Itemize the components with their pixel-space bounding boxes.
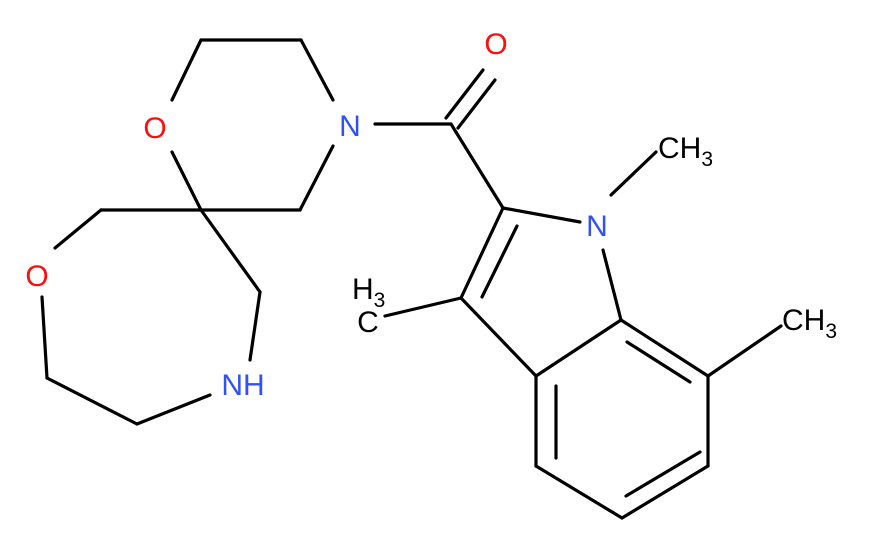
- bond-carbonyl-double-1: [444, 68, 485, 120]
- n-methyl-ch: CH: [658, 132, 701, 165]
- n-methyl-subscript: 3: [701, 148, 713, 171]
- c3-methyl-h-label: H3: [352, 273, 385, 312]
- bond-lines: [40, 38, 783, 520]
- bond-n1-c7a: [601, 248, 623, 322]
- bond-o-ch2-oxazepane: [40, 295, 49, 380]
- c3-methyl-h: H: [352, 273, 374, 306]
- c7-methyl-ch: CH: [782, 304, 825, 337]
- bond-n1-methyl: [609, 150, 658, 197]
- bond-c2-c3-a: [459, 206, 505, 300]
- bond-c2-c3-b: [480, 224, 519, 299]
- bond-c7-c7a-inner: [625, 340, 692, 384]
- c3-methyl-c-label: C: [357, 306, 379, 339]
- bond-c2-n1: [501, 206, 582, 224]
- bond-c7-c7a: [619, 318, 710, 378]
- bond-c5-c6-inner: [624, 450, 702, 498]
- c7-methyl-label: CH3: [782, 304, 837, 343]
- bond-morph-ch2-n: [299, 38, 335, 102]
- bond-ch2-spiro-right: [199, 208, 262, 294]
- morpholine-oxygen-label: O: [143, 112, 166, 145]
- carbonyl-oxygen-label: O: [484, 28, 507, 61]
- bond-ch2-nh: [135, 393, 212, 426]
- bond-c3-c3a: [459, 296, 538, 378]
- atom-labels: O O O N N NH CH3 H3 C CH3: [25, 28, 837, 402]
- amide-nitrogen-label: N: [339, 110, 361, 143]
- bond-morph-n-ch2: [298, 144, 335, 212]
- indole-nitrogen-label: N: [586, 210, 608, 243]
- bond-c3-methyl: [383, 296, 463, 318]
- bond-ch2-ch2-bottom: [45, 376, 139, 426]
- c3-methyl-subscript: 3: [374, 289, 386, 312]
- oxazepane-oxygen-label: O: [25, 260, 48, 293]
- bond-c4-c5: [534, 464, 624, 520]
- n-methyl-label: CH3: [658, 132, 713, 171]
- bond-carbonyl-c2: [449, 122, 505, 210]
- bond-morph-o-ch2: [170, 38, 203, 102]
- bond-carbonyl-double-2: [456, 78, 497, 130]
- bond-c7-methyl: [706, 324, 783, 378]
- bond-nh-ch2: [248, 290, 262, 362]
- bond-c7a-c3a: [534, 318, 623, 378]
- bond-morph-spiro-o: [170, 150, 203, 212]
- c7-methyl-subscript: 3: [825, 320, 837, 343]
- bond-c5-c6: [620, 464, 710, 520]
- amine-nh-label: NH: [221, 369, 264, 402]
- bond-ch2-o-oxazepane: [53, 208, 103, 250]
